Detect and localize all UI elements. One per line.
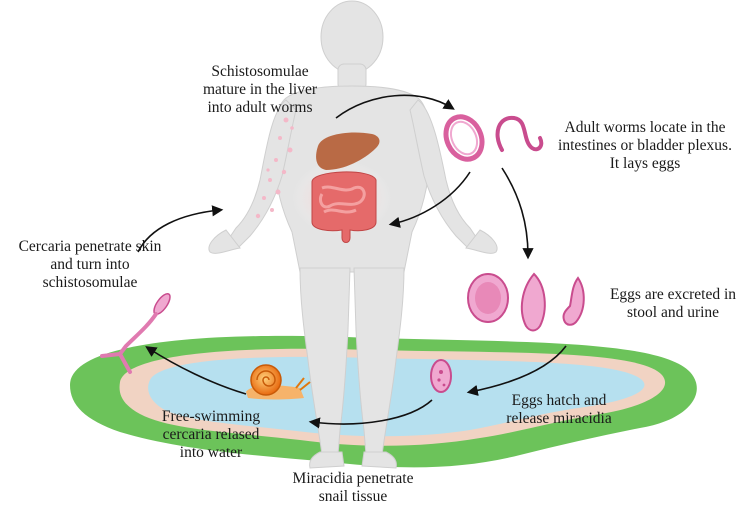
- adult-worms: [443, 114, 544, 162]
- snail-shell: [250, 364, 282, 396]
- right-hand: [465, 229, 498, 254]
- label-line: Miracidia penetrate: [292, 470, 414, 487]
- left-foot: [309, 451, 345, 469]
- eggs: [430, 272, 585, 393]
- label-line: snail tissue: [318, 488, 388, 505]
- liver: [316, 132, 380, 170]
- label-cercaria-penetrate: Cercaria penetrate skin and turn into sc…: [0, 238, 180, 292]
- organs: [292, 132, 392, 243]
- label-line: Cercaria penetrate skin: [18, 238, 162, 255]
- right-foot: [361, 451, 397, 469]
- label-line: intestines or bladder plexus.: [558, 137, 732, 154]
- label-line: and turn into: [50, 256, 130, 273]
- label-free-swimming-cercaria: Free-swimming cercaria relased into wate…: [142, 408, 280, 462]
- label-line: stool and urine: [626, 304, 720, 321]
- miracidium-egg: [430, 359, 452, 393]
- egg-spined: [520, 272, 546, 332]
- arrow-cercaria-to-skin: [137, 205, 224, 253]
- egg-lateral: [562, 276, 585, 326]
- label-line: release miracidia: [506, 410, 612, 427]
- label-line: Free-swimming: [161, 408, 261, 425]
- arrow-worms-to-eggs: [501, 167, 534, 260]
- label-eggs-excreted: Eggs are excreted in stool and urine: [600, 286, 746, 322]
- label-line: into water: [179, 444, 243, 461]
- label-line: schistosomulae: [42, 274, 138, 291]
- worm-coiled: [443, 114, 485, 162]
- label-line: Adult worms locate in the: [564, 119, 726, 136]
- label-line: Eggs hatch and: [511, 392, 607, 409]
- label-line: Eggs are excreted in: [609, 286, 737, 303]
- label-line: into adult worms: [207, 99, 313, 116]
- arrow-hatch-to-snail: [308, 399, 433, 429]
- worm-single: [495, 115, 544, 152]
- label-line: Schistosomulae: [211, 63, 309, 80]
- label-line: It lays eggs: [609, 155, 681, 172]
- label-miracidia-snail: Miracidia penetrate snail tissue: [278, 470, 428, 506]
- arrow-worms-to-intestines: [388, 171, 471, 228]
- arrow-to-adult-worms: [335, 94, 455, 119]
- left-leg: [299, 267, 351, 456]
- arrow-eggs-to-hatch: [466, 345, 567, 396]
- label-eggs-hatch: Eggs hatch and release miracidia: [494, 392, 624, 428]
- skin-rash: [255, 117, 294, 219]
- label-line: cercaria relased: [162, 426, 260, 443]
- right-leg: [353, 267, 405, 456]
- label-line: mature in the liver: [202, 81, 318, 98]
- label-schistosomulae-mature: Schistosomulae mature in the liver into …: [185, 63, 335, 117]
- large-intestine: [311, 171, 377, 243]
- arrow-snail-to-cercaria: [145, 346, 247, 395]
- snail: [246, 364, 311, 400]
- cycle-arrows: [137, 94, 567, 429]
- label-adult-worms: Adult worms locate in the intestines or …: [546, 119, 744, 173]
- cercaria: [100, 293, 171, 374]
- left-hand: [208, 229, 241, 254]
